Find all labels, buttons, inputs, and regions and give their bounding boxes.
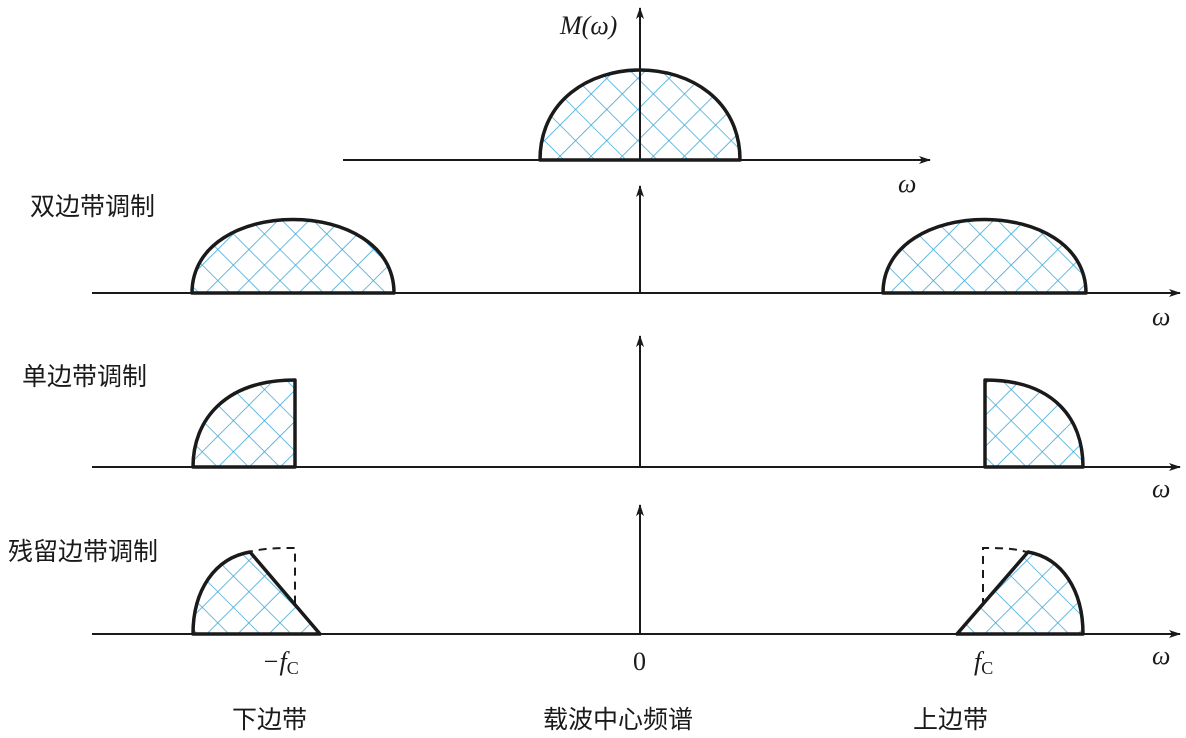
- neg-fc-sub: C: [287, 658, 299, 678]
- ssb-upper-sideband: [983, 378, 1085, 469]
- fc-tick: fC: [974, 647, 993, 678]
- dsb-upper-sideband: [881, 217, 1088, 295]
- vsb-lower-sideband: [191, 550, 322, 636]
- lower-sideband-label: 下边带: [232, 705, 307, 734]
- upper-sideband-label: 上边带: [913, 705, 988, 734]
- zero-tick: 0: [633, 647, 646, 676]
- baseband-x-label: ω: [898, 169, 916, 198]
- neg-fc-tick: −fC: [262, 647, 299, 678]
- fc-sub: C: [981, 658, 993, 678]
- neg-fc-main: −f: [262, 647, 291, 676]
- dsb-label: 双边带调制: [30, 192, 155, 221]
- ssb-x-label: ω: [1152, 474, 1170, 503]
- vsb-upper-ideal-outline: [982, 546, 1031, 634]
- dsb-spectrum: 双边带调制 ω: [30, 185, 1181, 331]
- bottom-labels: 下边带 载波中心频谱 上边带: [232, 705, 988, 734]
- vsb-upper-sideband: [955, 550, 1085, 636]
- baseband-spectrum: M(ω) ω: [343, 7, 931, 198]
- carrier-label: 载波中心频谱: [543, 705, 693, 734]
- ssb-lower-sideband: [191, 378, 297, 469]
- frequency-tick-labels: −fC 0 fC: [262, 647, 993, 678]
- dsb-x-label: ω: [1152, 302, 1170, 331]
- ssb-label: 单边带调制: [22, 362, 147, 391]
- fc-main: f: [974, 647, 985, 676]
- baseband-y-label: M(ω): [559, 11, 617, 40]
- vsb-label: 残留边带调制: [8, 537, 158, 566]
- dsb-lower-sideband: [190, 217, 396, 295]
- ssb-spectrum: 单边带调制 ω: [22, 335, 1181, 503]
- vsb-spectrum: 残留边带调制 ω: [8, 504, 1181, 670]
- vsb-x-label: ω: [1152, 641, 1170, 670]
